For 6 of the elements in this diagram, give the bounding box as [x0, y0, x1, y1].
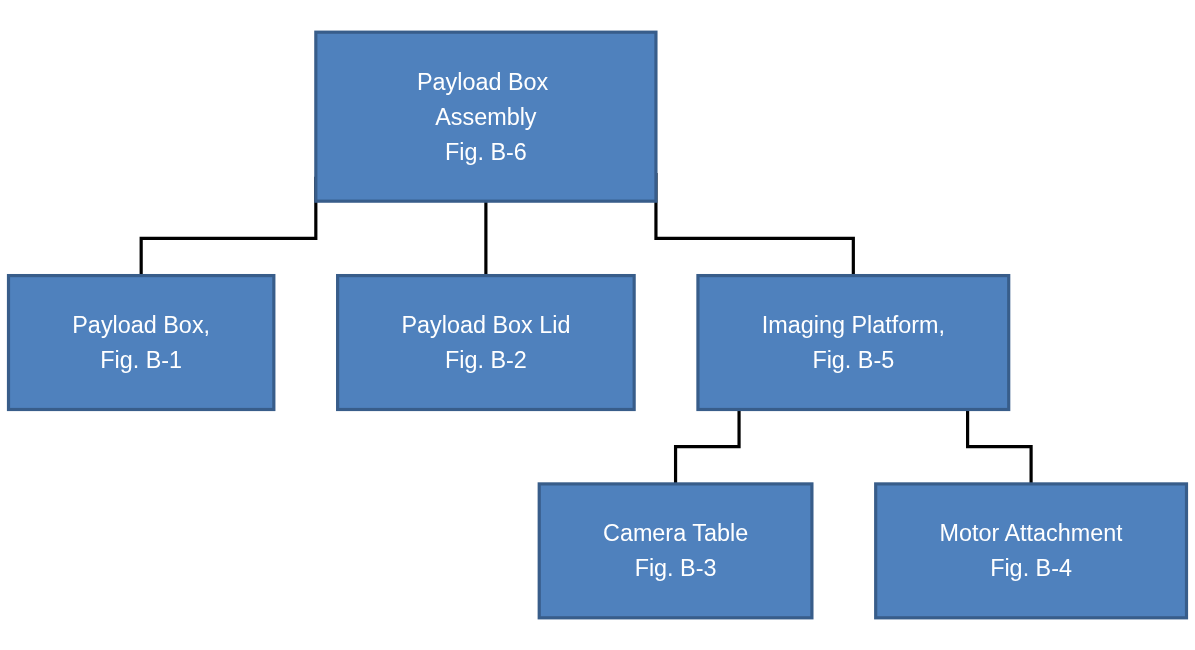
- node-box: Imaging Platform, Fig. B-5: [696, 274, 1011, 412]
- node-box: Camera Table Fig. B-3: [537, 482, 814, 620]
- node-box: Payload Box Assembly Fig. B-6: [314, 30, 658, 203]
- node-box: Payload Box, Fig. B-1: [6, 274, 276, 412]
- node-box: Payload Box Lid Fig. B-2: [336, 274, 636, 412]
- node-box: Motor Attachment Fig. B-4: [874, 482, 1189, 620]
